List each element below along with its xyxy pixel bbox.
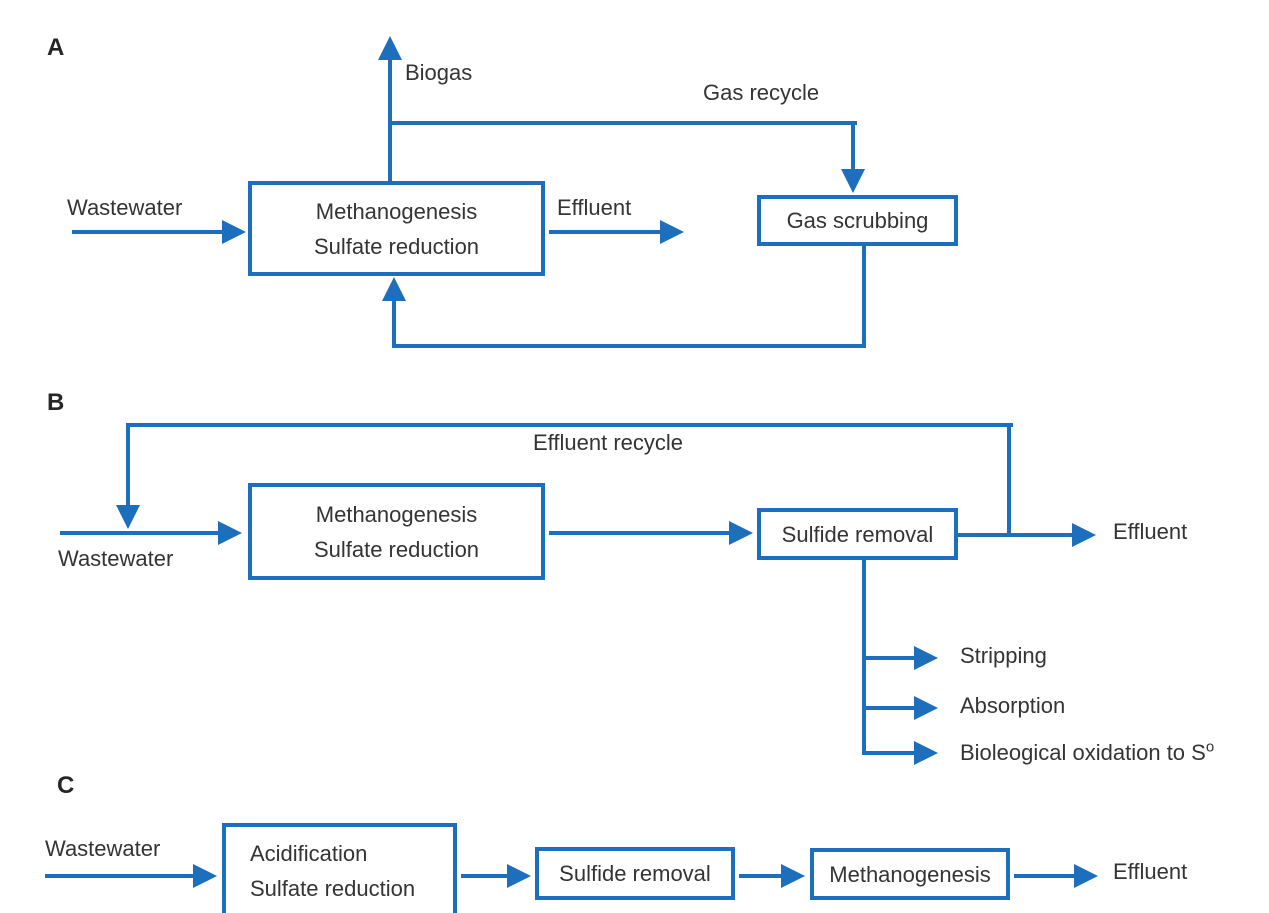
effluent-line-b — [958, 533, 1072, 537]
wastewater-arrowhead-b-icon — [218, 521, 242, 545]
effluent-arrowhead-c-icon — [1074, 864, 1098, 888]
effluent-arrowhead-a-icon — [660, 220, 684, 244]
acidification-to-sulfide-arrowhead-icon — [507, 864, 531, 888]
effluent-recycle-label: Effluent recycle — [533, 430, 684, 455]
scrubber-return-line-left — [392, 299, 396, 348]
reactor-box-a: Methanogenesis Sulfate reduction — [248, 181, 545, 276]
gas-recycle-line-horizontal — [388, 121, 857, 125]
biogas-line — [388, 58, 392, 183]
reactor-box-a-line2: Sulfate reduction — [313, 233, 480, 259]
wastewater-line-a — [72, 230, 222, 234]
effluent-arrowhead-b-icon — [1072, 523, 1096, 547]
stripping-label: Stripping — [960, 643, 1047, 668]
sulfide-to-methanogenesis-arrowhead-icon — [781, 864, 805, 888]
reactor-box-b: Methanogenesis Sulfate reduction — [248, 483, 545, 580]
section-c-label: C — [57, 772, 75, 799]
stripping-branch-line — [862, 656, 914, 660]
effluent-line-a — [549, 230, 660, 234]
absorption-branch-line — [862, 706, 914, 710]
scrubber-return-line-bottom — [392, 344, 866, 348]
effluent-label-b: Effluent — [1113, 519, 1188, 544]
scrubber-return-line-right — [862, 245, 866, 348]
effluent-recycle-line-top — [126, 423, 1013, 427]
wastewater-line-c — [45, 874, 193, 878]
effluent-recycle-line-right — [1007, 423, 1011, 537]
effluent-line-c — [1014, 874, 1074, 878]
reactor-box-b-line2: Sulfate reduction — [313, 536, 480, 562]
biological-oxidation-text: Bioleogical oxidation to S — [960, 740, 1206, 765]
gas-recycle-line-vertical — [851, 121, 855, 170]
gas-recycle-arrowhead-icon — [841, 169, 865, 193]
acidification-box: Acidification Sulfate reduction — [222, 823, 457, 913]
wastewater-label-a: Wastewater — [67, 195, 183, 220]
wastewater-arrowhead-a-icon — [222, 220, 246, 244]
gas-scrubbing-label: Gas scrubbing — [786, 208, 929, 233]
effluent-label-c: Effluent — [1113, 859, 1188, 884]
acidification-box-line2: Sulfate reduction — [250, 876, 416, 901]
sulfide-to-methanogenesis-line — [739, 874, 781, 878]
reactor-box-b-line1: Methanogenesis — [315, 501, 478, 527]
scrubber-return-arrowhead-icon — [382, 277, 406, 301]
absorption-label: Absorption — [960, 693, 1066, 718]
biological-oxidation-arrowhead-icon — [914, 741, 938, 765]
wastewater-label-c: Wastewater — [45, 836, 161, 861]
acidification-to-sulfide-line — [461, 874, 507, 878]
biological-oxidation-label: Bioleogical oxidation to So — [960, 738, 1215, 765]
biogas-arrowhead-icon — [378, 36, 402, 60]
biological-oxidation-branch-line — [862, 751, 914, 755]
wastewater-line-b — [60, 531, 218, 535]
wastewater-label-b: Wastewater — [58, 546, 174, 571]
gas-scrubbing-box: Gas scrubbing — [757, 195, 958, 246]
sulfide-removal-box-c: Sulfide removal — [535, 847, 735, 900]
gas-recycle-label: Gas recycle — [703, 80, 820, 105]
stripping-arrowhead-icon — [914, 646, 938, 670]
reactor-box-a-line1: Methanogenesis — [315, 198, 478, 224]
sulfide-removal-label-b: Sulfide removal — [781, 521, 934, 547]
methanogenesis-box-c: Methanogenesis — [810, 848, 1010, 900]
sulfide-removal-box-b: Sulfide removal — [757, 508, 958, 560]
reactor-to-sulfide-arrowhead-icon — [729, 521, 753, 545]
sulfur-superscript: o — [1205, 738, 1215, 756]
acidification-box-line1: Acidification — [250, 841, 368, 866]
wastewater-arrowhead-c-icon — [193, 864, 217, 888]
sulfide-removal-label-c: Sulfide removal — [559, 861, 711, 886]
section-a-label: A — [47, 34, 65, 61]
reactor-to-sulfide-line — [549, 531, 729, 535]
effluent-recycle-line-left — [126, 423, 130, 505]
effluent-label-a: Effluent — [557, 195, 632, 220]
section-b-label: B — [47, 389, 65, 416]
effluent-recycle-arrowhead-icon — [116, 505, 140, 529]
biogas-label: Biogas — [405, 60, 473, 85]
methanogenesis-label-c: Methanogenesis — [829, 861, 991, 887]
absorption-arrowhead-icon — [914, 696, 938, 720]
